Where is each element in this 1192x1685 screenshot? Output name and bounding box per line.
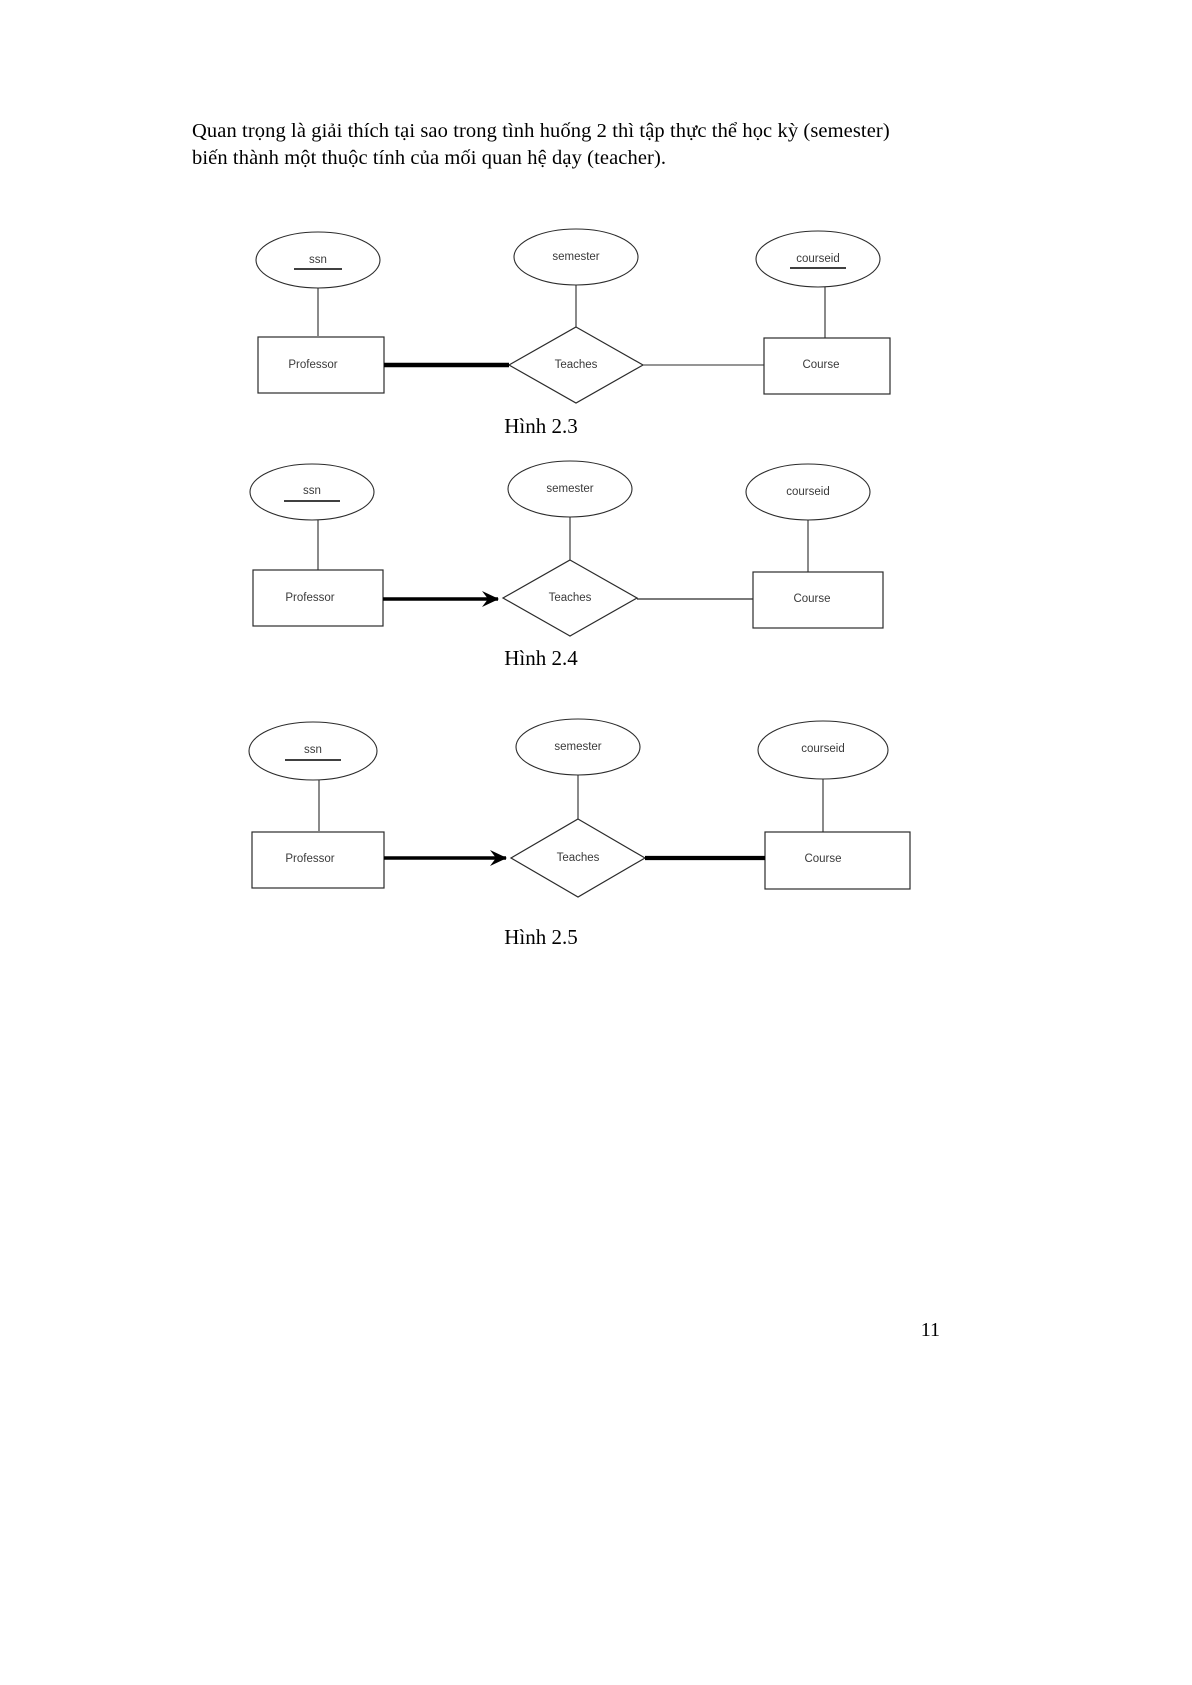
- relationship-diamond-teaches: [509, 818, 647, 898]
- figure-caption-2-3: Hình 2.3: [504, 414, 578, 438]
- attribute-label-semester: semester: [552, 251, 599, 263]
- figure-caption-2-5: Hình 2.5: [504, 925, 578, 949]
- attribute-ellipse-courseid: [755, 230, 881, 288]
- attribute-label-semester: semester: [554, 741, 601, 753]
- entity-box-professor: [251, 831, 385, 889]
- attribute-label-ssn: ssn: [303, 485, 321, 497]
- figure-hinh-2-5: ssn semester courseid Professor Teaches …: [0, 707, 1192, 917]
- attribute-label-ssn: ssn: [304, 744, 322, 756]
- attribute-ellipse-ssn: [249, 463, 375, 521]
- entity-label-course: Course: [804, 853, 841, 865]
- attribute-ellipse-ssn: [248, 721, 378, 781]
- entity-label-professor: Professor: [288, 359, 337, 371]
- relationship-diamond-teaches: [501, 559, 639, 637]
- attribute-label-courseid: courseid: [796, 253, 839, 265]
- entity-box-course: [752, 571, 884, 629]
- relationship-label-teaches: Teaches: [557, 852, 600, 864]
- attribute-label-courseid: courseid: [786, 486, 829, 498]
- figure-caption-2-4: Hình 2.4: [504, 646, 578, 670]
- entity-box-course: [763, 337, 891, 395]
- entity-label-course: Course: [793, 593, 830, 605]
- entity-label-professor: Professor: [285, 592, 334, 604]
- figure-hinh-2-4: ssn semester courseid Professor Teaches …: [0, 448, 1192, 648]
- attribute-label-semester: semester: [546, 483, 593, 495]
- intro-paragraph: Quan trọng là giải thích tại sao trong t…: [192, 118, 962, 172]
- attribute-label-courseid: courseid: [801, 743, 844, 755]
- attribute-label-ssn: ssn: [309, 254, 327, 266]
- intro-line-1: Quan trọng là giải thích tại sao trong t…: [192, 120, 890, 142]
- entity-box-course: [764, 831, 911, 890]
- figure-hinh-2-3: ssn semester courseid Professor Teaches …: [0, 215, 1192, 415]
- relationship-diamond-teaches: [507, 326, 645, 404]
- entity-label-professor: Professor: [285, 853, 334, 865]
- relationship-label-teaches: Teaches: [549, 592, 592, 604]
- entity-label-course: Course: [802, 359, 839, 371]
- page-number: 11: [920, 1319, 940, 1341]
- relationship-label-teaches: Teaches: [555, 359, 598, 371]
- intro-line-2: biến thành một thuộc tính của mối quan h…: [192, 147, 667, 169]
